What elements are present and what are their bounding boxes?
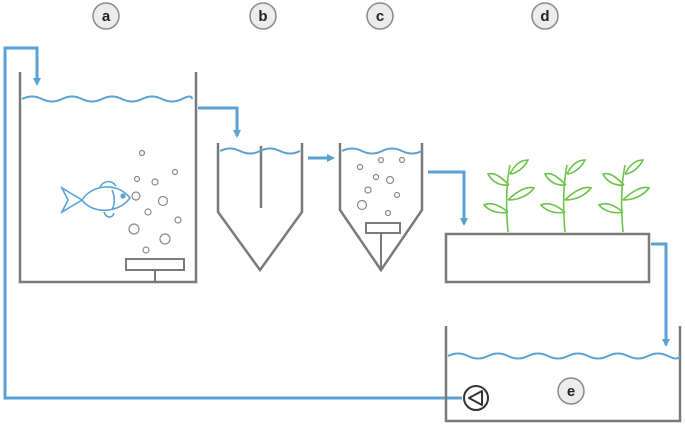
water-surface-e bbox=[447, 352, 681, 360]
pump-icon bbox=[463, 385, 489, 411]
flow-arrow-c-d bbox=[428, 170, 468, 226]
label-a: a bbox=[92, 2, 120, 30]
water-surface-a bbox=[21, 95, 193, 103]
fish-icon bbox=[60, 180, 132, 218]
settling-tank bbox=[216, 143, 304, 273]
return-flow-pipe bbox=[3, 46, 462, 400]
plant-icon bbox=[597, 159, 651, 233]
label-d-text: d bbox=[540, 8, 549, 25]
label-b-text: b bbox=[258, 8, 267, 25]
air-diffuser-c bbox=[365, 222, 401, 268]
fish-tank bbox=[18, 72, 198, 284]
air-bubbles-c bbox=[356, 156, 406, 217]
air-bubbles bbox=[128, 149, 182, 254]
label-e: e bbox=[557, 377, 585, 405]
label-e-text: e bbox=[567, 383, 575, 400]
sump-tank: e bbox=[444, 326, 682, 423]
grow-bed bbox=[444, 159, 651, 284]
label-c: c bbox=[366, 2, 394, 30]
water-surface-c bbox=[341, 147, 423, 155]
water-surface-b bbox=[219, 147, 301, 155]
flow-arrow-a-b bbox=[198, 106, 241, 138]
plant-icon bbox=[482, 159, 536, 233]
label-b: b bbox=[249, 2, 277, 30]
label-d: d bbox=[531, 2, 559, 30]
plant-icon bbox=[539, 159, 593, 233]
label-a-text: a bbox=[102, 8, 111, 25]
air-diffuser bbox=[125, 258, 185, 282]
label-c-text: c bbox=[376, 8, 384, 25]
biofilter-tank bbox=[338, 143, 424, 273]
flow-arrow-d-e bbox=[651, 242, 670, 347]
